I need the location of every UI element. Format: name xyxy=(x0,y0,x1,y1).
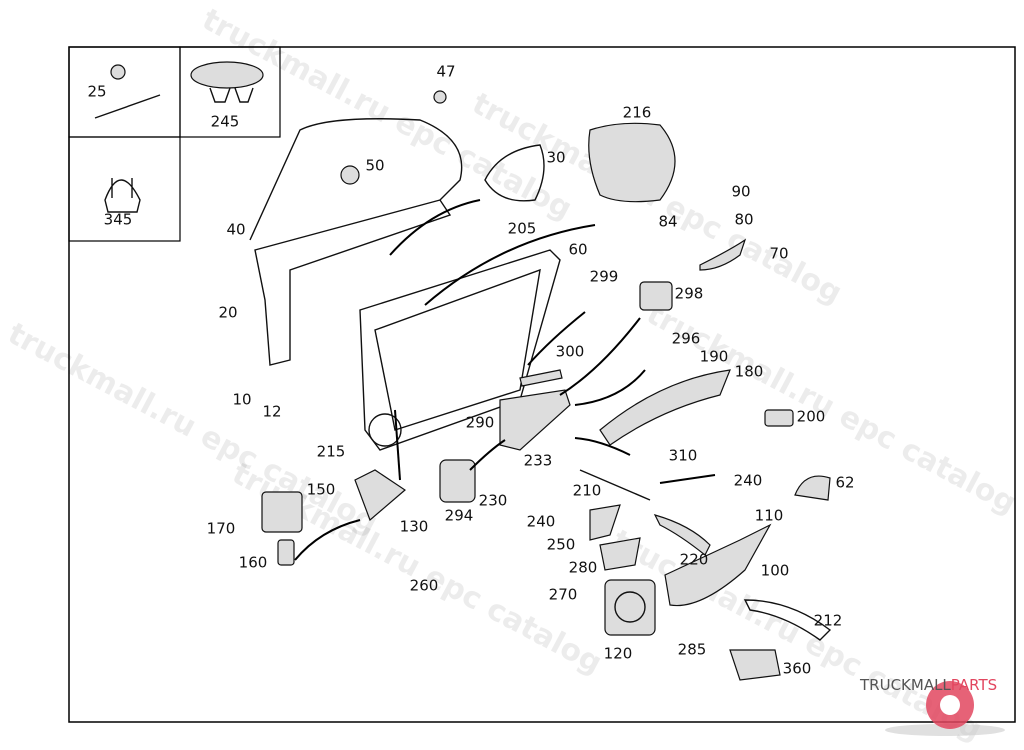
callout-230: 230 xyxy=(479,492,508,510)
callout-285: 285 xyxy=(678,641,707,659)
cover-62 xyxy=(794,475,831,501)
callout-47: 47 xyxy=(436,63,455,81)
callout-70: 70 xyxy=(769,245,788,263)
leader-arrows xyxy=(294,199,716,561)
callout-300: 300 xyxy=(556,343,585,361)
callout-50: 50 xyxy=(365,157,384,175)
bracket-290 xyxy=(499,389,571,451)
callout-62: 62 xyxy=(835,474,854,492)
strip-300 xyxy=(519,369,563,387)
cap-160 xyxy=(277,539,295,566)
callout-220: 220 xyxy=(680,551,709,569)
callout-233: 233 xyxy=(524,452,553,470)
callout-130: 130 xyxy=(400,518,429,536)
callout-110: 110 xyxy=(755,507,784,525)
handle-30 xyxy=(484,144,545,202)
callout-310: 310 xyxy=(669,447,698,465)
switch-200 xyxy=(764,409,794,427)
bar-210 xyxy=(579,469,651,501)
truckmall-logo: TRUCKMALLPARTS xyxy=(859,676,1005,736)
callout-240: 240 xyxy=(734,472,763,490)
callout-205: 205 xyxy=(508,220,537,238)
callout-160: 160 xyxy=(239,554,268,572)
callout-216: 216 xyxy=(623,104,652,122)
parts-drawing xyxy=(249,90,832,681)
watermark-text: truckmall.ru epc catalog xyxy=(226,456,607,681)
callout-290: 290 xyxy=(466,414,495,432)
inset-label-345: 345 xyxy=(104,211,133,229)
callout-180: 180 xyxy=(735,363,764,381)
switch-298 xyxy=(639,281,673,311)
callout-270: 270 xyxy=(549,586,578,604)
callout-360: 360 xyxy=(783,660,812,678)
callout-212: 212 xyxy=(814,612,843,630)
callout-90: 90 xyxy=(731,183,750,201)
logo-text: TRUCKMALLPARTS xyxy=(859,676,997,694)
part-130 xyxy=(354,469,406,522)
inset-boxes xyxy=(68,46,281,242)
part-250 xyxy=(589,504,621,541)
callout-294: 294 xyxy=(445,507,474,525)
callout-80: 80 xyxy=(734,211,753,229)
trim-100 xyxy=(664,523,772,607)
callout-60: 60 xyxy=(568,241,587,259)
door-frame-seal xyxy=(249,118,463,241)
callout-190: 190 xyxy=(700,348,729,366)
inset-label-245: 245 xyxy=(211,113,240,131)
inset-parts xyxy=(94,61,264,213)
callout-labels: 47 216 50 30 90 84 80 40 205 60 70 299 298 20 296 300 19… xyxy=(207,63,855,678)
callout-10: 10 xyxy=(232,391,251,409)
lock-170 xyxy=(261,491,303,533)
callout-298: 298 xyxy=(675,285,704,303)
grip-70 xyxy=(699,238,747,271)
callout-240: 240 xyxy=(527,513,556,531)
callout-299: 299 xyxy=(590,268,619,286)
callout-150: 150 xyxy=(307,481,336,499)
callout-296: 296 xyxy=(672,330,701,348)
watermark: truckmall.ru epc catalog xyxy=(226,456,607,681)
callout-100: 100 xyxy=(761,562,790,580)
callout-250: 250 xyxy=(547,536,576,554)
inset-label-25: 25 xyxy=(87,83,106,101)
diagram-frame xyxy=(68,46,1016,723)
pad-216 xyxy=(588,122,676,203)
callout-40: 40 xyxy=(226,221,245,239)
handle-212 xyxy=(743,599,832,641)
callout-170: 170 xyxy=(207,520,236,538)
trim-180 xyxy=(599,369,731,446)
frame-294 xyxy=(439,459,476,503)
bracket-360 xyxy=(729,649,781,681)
speaker-120 xyxy=(604,579,656,636)
callout-12: 12 xyxy=(262,403,281,421)
callout-120: 120 xyxy=(604,645,633,663)
callout-30: 30 xyxy=(546,149,565,167)
strip-220 xyxy=(653,514,711,556)
door-carrier xyxy=(254,199,452,366)
callout-260: 260 xyxy=(410,577,439,595)
callout-200: 200 xyxy=(797,408,826,426)
callout-84: 84 xyxy=(658,213,677,231)
callout-20: 20 xyxy=(218,304,237,322)
callout-280: 280 xyxy=(569,559,598,577)
part-280 xyxy=(599,537,641,571)
callout-210: 210 xyxy=(573,482,602,500)
callout-215: 215 xyxy=(317,443,346,461)
